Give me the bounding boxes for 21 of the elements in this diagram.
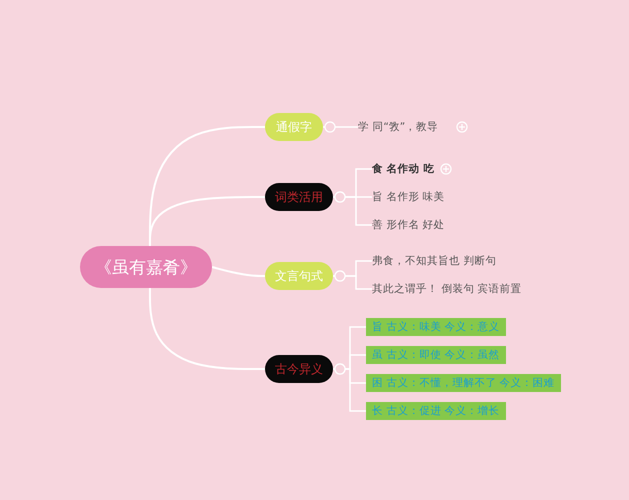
branch-line — [333, 191, 372, 226]
topic-pill: 古今异义 — [265, 355, 333, 383]
branch-line — [148, 288, 265, 370]
leaf-text: 善 形作名 好处 — [372, 216, 452, 234]
highlighted-leaf: 旨 古义：味美 今义：意义 — [366, 318, 506, 336]
leaf-text: 弗食，不知其旨也 判断句 — [372, 252, 502, 270]
topic-pill: 通假字 — [265, 113, 323, 141]
highlighted-leaf: 虽 古义：即使 今义：虽然 — [366, 346, 506, 364]
topic-pill: 词类活用 — [265, 183, 333, 211]
root-topic-pill: 《虽有嘉肴》 — [80, 246, 212, 288]
branch-line — [333, 270, 372, 290]
leaf-text: 食 名作动 吃 — [372, 160, 442, 178]
leaf-text: 其此之谓乎！ 倒装句 宾语前置 — [372, 280, 522, 298]
branch-line — [148, 196, 265, 246]
topic-pill: 文言句式 — [265, 262, 333, 290]
leaf-text: 学 同“敩”，教导 — [358, 118, 458, 136]
branch-line — [323, 121, 358, 133]
highlighted-leaf: 长 古义：促进 今义：增长 — [366, 402, 506, 420]
highlighted-leaf: 困 古义：不懂，理解不了 今义：困难 — [366, 374, 561, 392]
branch-line — [212, 266, 265, 277]
leaf-text: 旨 名作形 味美 — [372, 188, 452, 206]
